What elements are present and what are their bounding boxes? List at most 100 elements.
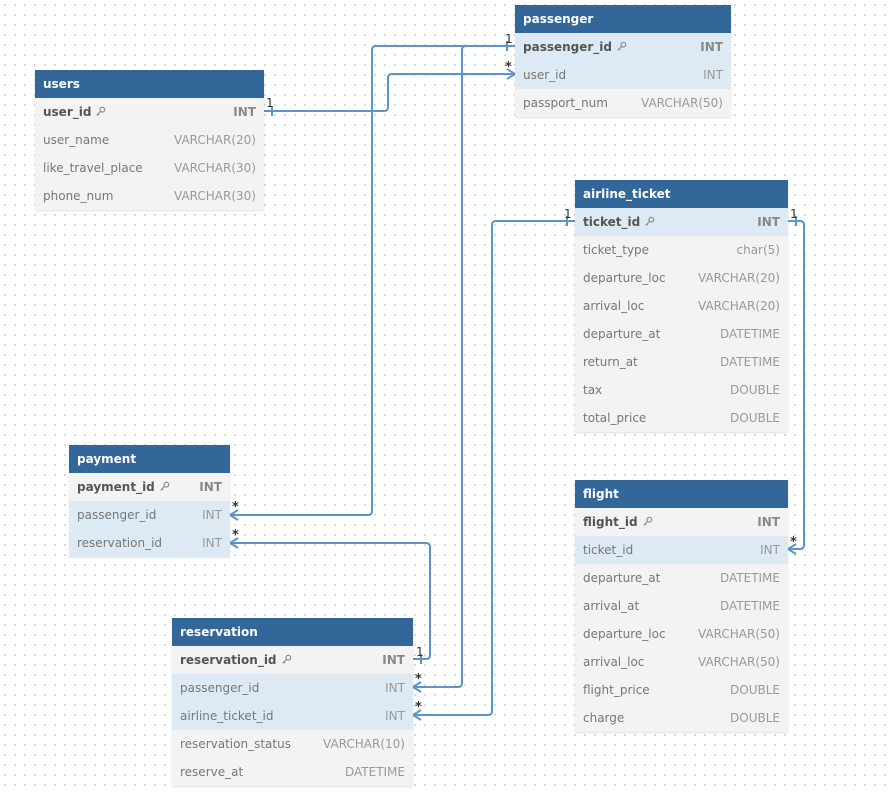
column-type: VARCHAR(20) bbox=[698, 299, 780, 313]
table-header[interactable]: flight bbox=[575, 480, 788, 508]
column-type: INT bbox=[202, 536, 222, 550]
table-passenger[interactable]: passenger passenger_id INT user_id INT p… bbox=[515, 5, 731, 117]
table-header[interactable]: users bbox=[35, 70, 264, 98]
table-users[interactable]: users user_id INT user_name VARCHAR(20) … bbox=[35, 70, 264, 210]
table-row[interactable]: arrival_loc VARCHAR(50) bbox=[575, 648, 788, 676]
column-type: INT bbox=[757, 515, 780, 529]
table-row[interactable]: ticket_id INT bbox=[575, 536, 788, 564]
table-row[interactable]: ticket_type char(5) bbox=[575, 236, 788, 264]
key-icon bbox=[281, 647, 292, 664]
column-name: ticket_type bbox=[583, 243, 650, 257]
table-row[interactable]: passport_num VARCHAR(50) bbox=[515, 89, 731, 117]
column-type: VARCHAR(50) bbox=[641, 96, 723, 110]
column-type: DOUBLE bbox=[730, 711, 780, 725]
column-type: DATETIME bbox=[719, 355, 780, 369]
column-type: INT bbox=[703, 68, 723, 82]
table-row[interactable]: passenger_id INT bbox=[515, 33, 731, 61]
column-type: INT bbox=[233, 105, 256, 119]
table-row[interactable]: departure_loc VARCHAR(50) bbox=[575, 620, 788, 648]
column-name: departure_loc bbox=[583, 271, 666, 285]
table-flight[interactable]: flight flight_id INT ticket_id INT depar… bbox=[575, 480, 788, 732]
table-row[interactable]: user_id INT bbox=[35, 98, 264, 126]
column-type: INT bbox=[202, 508, 222, 522]
column-name: like_travel_place bbox=[43, 161, 143, 175]
card-one-ticket-flight: 1 bbox=[790, 207, 798, 221]
table-reservation[interactable]: reservation reservation_id INT passenger… bbox=[172, 618, 413, 786]
table-row[interactable]: user_name VARCHAR(20) bbox=[35, 126, 264, 154]
column-name: user_id bbox=[523, 68, 567, 82]
table-row[interactable]: reservation_id INT bbox=[172, 646, 413, 674]
column-type: DATETIME bbox=[344, 765, 405, 779]
column-type: INT bbox=[382, 653, 405, 667]
table-row[interactable]: flight_id INT bbox=[575, 508, 788, 536]
table-row[interactable]: flight_price DOUBLE bbox=[575, 676, 788, 704]
table-row[interactable]: charge DOUBLE bbox=[575, 704, 788, 732]
table-row[interactable]: phone_num VARCHAR(30) bbox=[35, 182, 264, 210]
table-row[interactable]: reservation_id INT bbox=[69, 529, 230, 557]
column-name: user_id bbox=[43, 98, 106, 126]
column-name: tax bbox=[583, 383, 603, 397]
column-name: arrival_loc bbox=[583, 655, 645, 669]
column-type: INT bbox=[757, 215, 780, 229]
column-name: ticket_id bbox=[583, 208, 655, 236]
key-icon bbox=[642, 509, 653, 526]
table-payment[interactable]: payment payment_id INT passenger_id INT … bbox=[69, 445, 230, 557]
column-name: passport_num bbox=[523, 96, 608, 110]
column-type: DATETIME bbox=[719, 327, 780, 341]
table-header[interactable]: passenger bbox=[515, 5, 731, 33]
column-type: char(5) bbox=[736, 243, 781, 257]
table-row[interactable]: user_id INT bbox=[515, 61, 731, 89]
column-type: DATETIME bbox=[719, 571, 780, 585]
table-row[interactable]: tax DOUBLE bbox=[575, 376, 788, 404]
column-type: INT bbox=[385, 709, 405, 723]
link-payment-passenger[interactable] bbox=[230, 45, 515, 516]
table-row[interactable]: passenger_id INT bbox=[69, 501, 230, 529]
card-one-passenger: 1 bbox=[505, 32, 513, 46]
column-name: arrival_loc bbox=[583, 299, 645, 313]
column-name: return_at bbox=[583, 355, 638, 369]
column-name: phone_num bbox=[43, 189, 114, 203]
column-name: charge bbox=[583, 711, 625, 725]
column-type: INT bbox=[199, 480, 222, 494]
card-many-flight: * bbox=[790, 535, 797, 550]
table-row[interactable]: airline_ticket_id INT bbox=[172, 702, 413, 730]
key-icon bbox=[159, 474, 170, 491]
table-row[interactable]: ticket_id INT bbox=[575, 208, 788, 236]
column-name: arrival_at bbox=[583, 599, 640, 613]
table-row[interactable]: total_price DOUBLE bbox=[575, 404, 788, 432]
table-row[interactable]: departure_at DATETIME bbox=[575, 320, 788, 348]
table-row[interactable]: arrival_loc VARCHAR(20) bbox=[575, 292, 788, 320]
column-name: reservation_id bbox=[77, 536, 163, 550]
link-ticket-flight[interactable] bbox=[788, 220, 805, 550]
table-row[interactable]: departure_at DATETIME bbox=[575, 564, 788, 592]
column-type: VARCHAR(20) bbox=[698, 271, 780, 285]
column-name: passenger_id bbox=[180, 681, 260, 695]
link-users-passenger[interactable] bbox=[264, 73, 515, 112]
column-type: VARCHAR(50) bbox=[698, 655, 780, 669]
table-row[interactable]: reservation_status VARCHAR(10) bbox=[172, 730, 413, 758]
link-reservation-passenger[interactable] bbox=[413, 45, 515, 688]
table-row[interactable]: passenger_id INT bbox=[172, 674, 413, 702]
column-type: VARCHAR(30) bbox=[174, 189, 256, 203]
card-many-reservation-passenger: * bbox=[415, 672, 422, 687]
card-one-ticket: 1 bbox=[564, 207, 572, 221]
table-row[interactable]: reserve_at DATETIME bbox=[172, 758, 413, 786]
table-row[interactable]: arrival_at DATETIME bbox=[575, 592, 788, 620]
table-header[interactable]: payment bbox=[69, 445, 230, 473]
link-reservation-ticket[interactable] bbox=[413, 220, 575, 716]
column-type: VARCHAR(10) bbox=[323, 737, 405, 751]
column-name: total_price bbox=[583, 411, 647, 425]
column-type: VARCHAR(30) bbox=[174, 161, 256, 175]
card-one-users: 1 bbox=[266, 96, 274, 110]
column-name: departure_loc bbox=[583, 627, 666, 641]
table-header[interactable]: reservation bbox=[172, 618, 413, 646]
column-name: departure_at bbox=[583, 327, 661, 341]
column-name: airline_ticket_id bbox=[180, 709, 274, 723]
table-row[interactable]: like_travel_place VARCHAR(30) bbox=[35, 154, 264, 182]
table-header[interactable]: airline_ticket bbox=[575, 180, 788, 208]
column-type: VARCHAR(20) bbox=[174, 133, 256, 147]
table-row[interactable]: return_at DATETIME bbox=[575, 348, 788, 376]
table-row[interactable]: payment_id INT bbox=[69, 473, 230, 501]
table-airline-ticket[interactable]: airline_ticket ticket_id INT ticket_type… bbox=[575, 180, 788, 432]
table-row[interactable]: departure_loc VARCHAR(20) bbox=[575, 264, 788, 292]
